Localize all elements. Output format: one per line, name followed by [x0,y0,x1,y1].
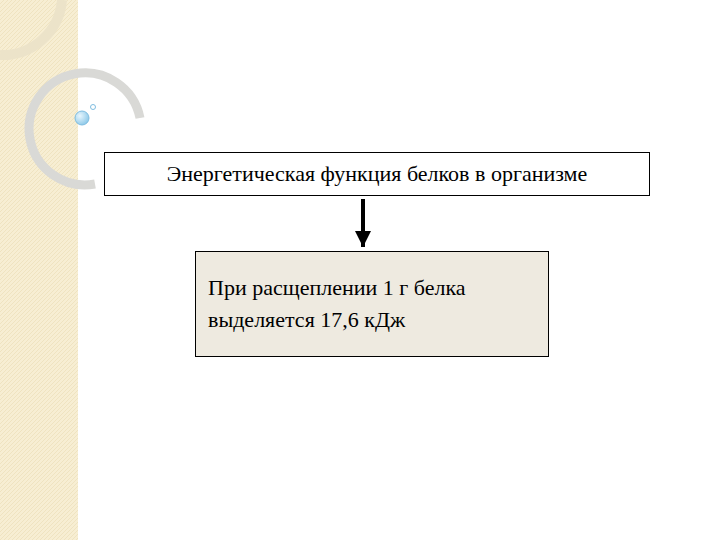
process-box: Энергетическая функция белков в организм… [104,152,650,196]
bubble-small [91,105,96,110]
side-band [0,0,78,540]
process-box: При расщеплении 1 г белка выделяется 17,… [195,251,549,357]
box-text: Энергетическая функция белков в организм… [167,158,588,190]
bubble [75,111,89,125]
arrow-connector [361,199,365,247]
box-text: При расщеплении 1 г белка выделяется 17,… [208,272,535,336]
corner-arc [0,0,62,55]
